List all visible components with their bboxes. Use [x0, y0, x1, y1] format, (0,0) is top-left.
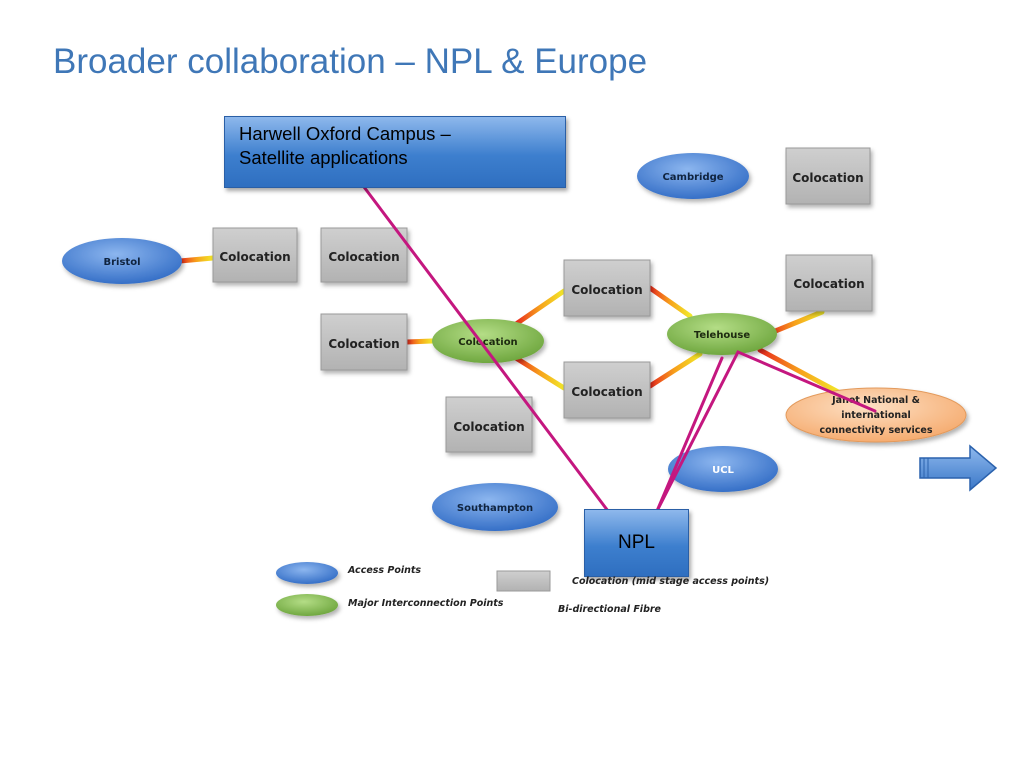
colocation-box: Colocation	[563, 361, 651, 419]
link-npl-telehouse	[655, 350, 877, 513]
colocation-label: Colocation	[328, 337, 399, 351]
node-cambridge: Cambridge	[637, 153, 749, 199]
node-bristol: Bristol	[62, 238, 182, 284]
colocation-label: Colocation	[571, 385, 642, 399]
svg-text:Southampton: Southampton	[457, 503, 533, 514]
link-harwell-npl	[362, 185, 610, 513]
page-title: Broader collaboration – NPL & Europe	[53, 42, 648, 81]
node-telehouse: Telehouse	[667, 313, 777, 355]
npl-callout: NPL	[584, 509, 689, 577]
colocation-box: Colocation	[563, 259, 651, 317]
link-major-coloc-top	[513, 288, 567, 327]
colocation-box: Colocation	[320, 227, 408, 283]
colocation-label: Colocation	[793, 277, 864, 291]
colocation-box: Colocation	[785, 147, 871, 205]
link-coloc-major	[404, 338, 435, 345]
legend-fibre-label: Bi-directional Fibre	[558, 604, 661, 615]
link-npl-telehouse-direct	[655, 356, 724, 513]
colocation-box: Colocation	[445, 396, 533, 453]
node-southampton: Southampton	[432, 483, 558, 531]
legend	[276, 562, 551, 616]
colocation-box: Colocation	[320, 313, 408, 371]
legend-major-label: Major Interconnection Points	[348, 598, 504, 609]
janet-line-2: international	[841, 410, 911, 421]
legend-colocation-label: Colocation (mid stage access points)	[572, 576, 770, 587]
svg-text:UCL: UCL	[712, 465, 734, 476]
access-points: Bristol Cambridge Southampton UCL	[62, 153, 778, 531]
janet-line-1: Janet National &	[831, 395, 920, 406]
harwell-line-1: Harwell Oxford Campus –	[239, 123, 451, 144]
colocation-label: Colocation	[328, 250, 399, 264]
node-ucl: UCL	[668, 446, 778, 492]
colocation-label: Colocation	[453, 420, 524, 434]
colocation-box: Colocation	[785, 254, 873, 312]
colocation-box: Colocation	[212, 227, 298, 283]
svg-text:Colocation: Colocation	[458, 337, 517, 348]
arrow-right-icon[interactable]	[916, 444, 1000, 492]
svg-text:Telehouse: Telehouse	[694, 330, 751, 341]
node-major-colocation: Colocation	[432, 319, 544, 363]
legend-major-point-swatch	[276, 594, 338, 616]
npl-links	[362, 185, 877, 513]
svg-text:Bristol: Bristol	[103, 257, 140, 268]
node-janet: Janet National & international connectiv…	[785, 387, 967, 443]
colocation-boxes: Colocation Colocation Colocation Colocat…	[212, 147, 873, 453]
legend-access-point-swatch	[276, 562, 338, 584]
fibre-links	[177, 173, 843, 487]
link-coloc-telehouse-bottom	[647, 351, 703, 389]
link-bristol-coloc	[177, 255, 216, 264]
harwell-callout: Harwell Oxford Campus – Satellite applic…	[224, 116, 566, 188]
legend-colocation-swatch	[496, 570, 551, 592]
colocation-label: Colocation	[571, 283, 642, 297]
svg-text:Cambridge: Cambridge	[662, 172, 723, 183]
link-coloc-telehouse-right	[765, 309, 825, 337]
link-major-coloc-bottom	[513, 355, 567, 391]
colocation-label: Colocation	[792, 171, 863, 185]
major-points: Colocation Telehouse	[432, 313, 777, 363]
link-coloc-telehouse-top	[647, 285, 693, 319]
colocation-label: Colocation	[219, 250, 290, 264]
harwell-line-2: Satellite applications	[239, 147, 408, 169]
link-telehouse-janet	[757, 347, 843, 396]
janet-line-3: connectivity services	[819, 425, 932, 436]
legend-access-points-label: Access Points	[348, 565, 422, 576]
